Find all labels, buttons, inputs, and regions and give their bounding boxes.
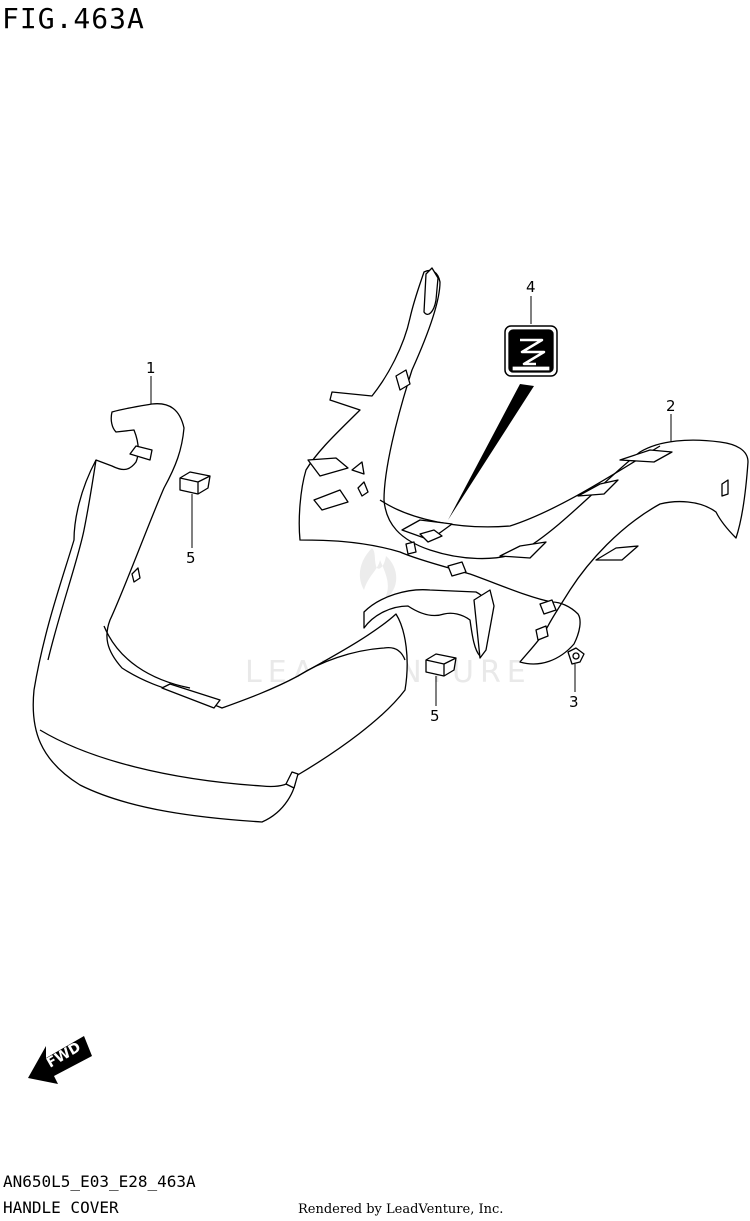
callout-1: 1: [146, 359, 156, 377]
render-credit: Rendered by LeadVenture, Inc.: [298, 1202, 504, 1217]
emblem-leader-wedge: [448, 384, 534, 520]
figure-title: FIG.463A: [2, 2, 145, 35]
callout-3: 3: [569, 693, 579, 711]
part-2-rear-handle-cover: [298, 267, 749, 665]
drawing-code: AN650L5_E03_E28_463A: [3, 1172, 196, 1191]
part-1-front-handle-cover: [32, 403, 408, 823]
part-5-cushion-upper: [179, 471, 211, 495]
callout-5-upper: 5: [186, 549, 196, 567]
diagram-caption: HANDLE COVER: [3, 1198, 119, 1217]
callout-4: 4: [526, 278, 536, 296]
callout-2: 2: [666, 397, 676, 415]
part-4-emblem: [504, 325, 558, 377]
part-5-cushion-lower: [425, 653, 457, 677]
part-3-clip: [567, 647, 585, 665]
callout-5-lower: 5: [430, 707, 440, 725]
part-1-right-wing: [363, 589, 495, 659]
fwd-arrow-icon: FWD: [28, 1036, 92, 1084]
